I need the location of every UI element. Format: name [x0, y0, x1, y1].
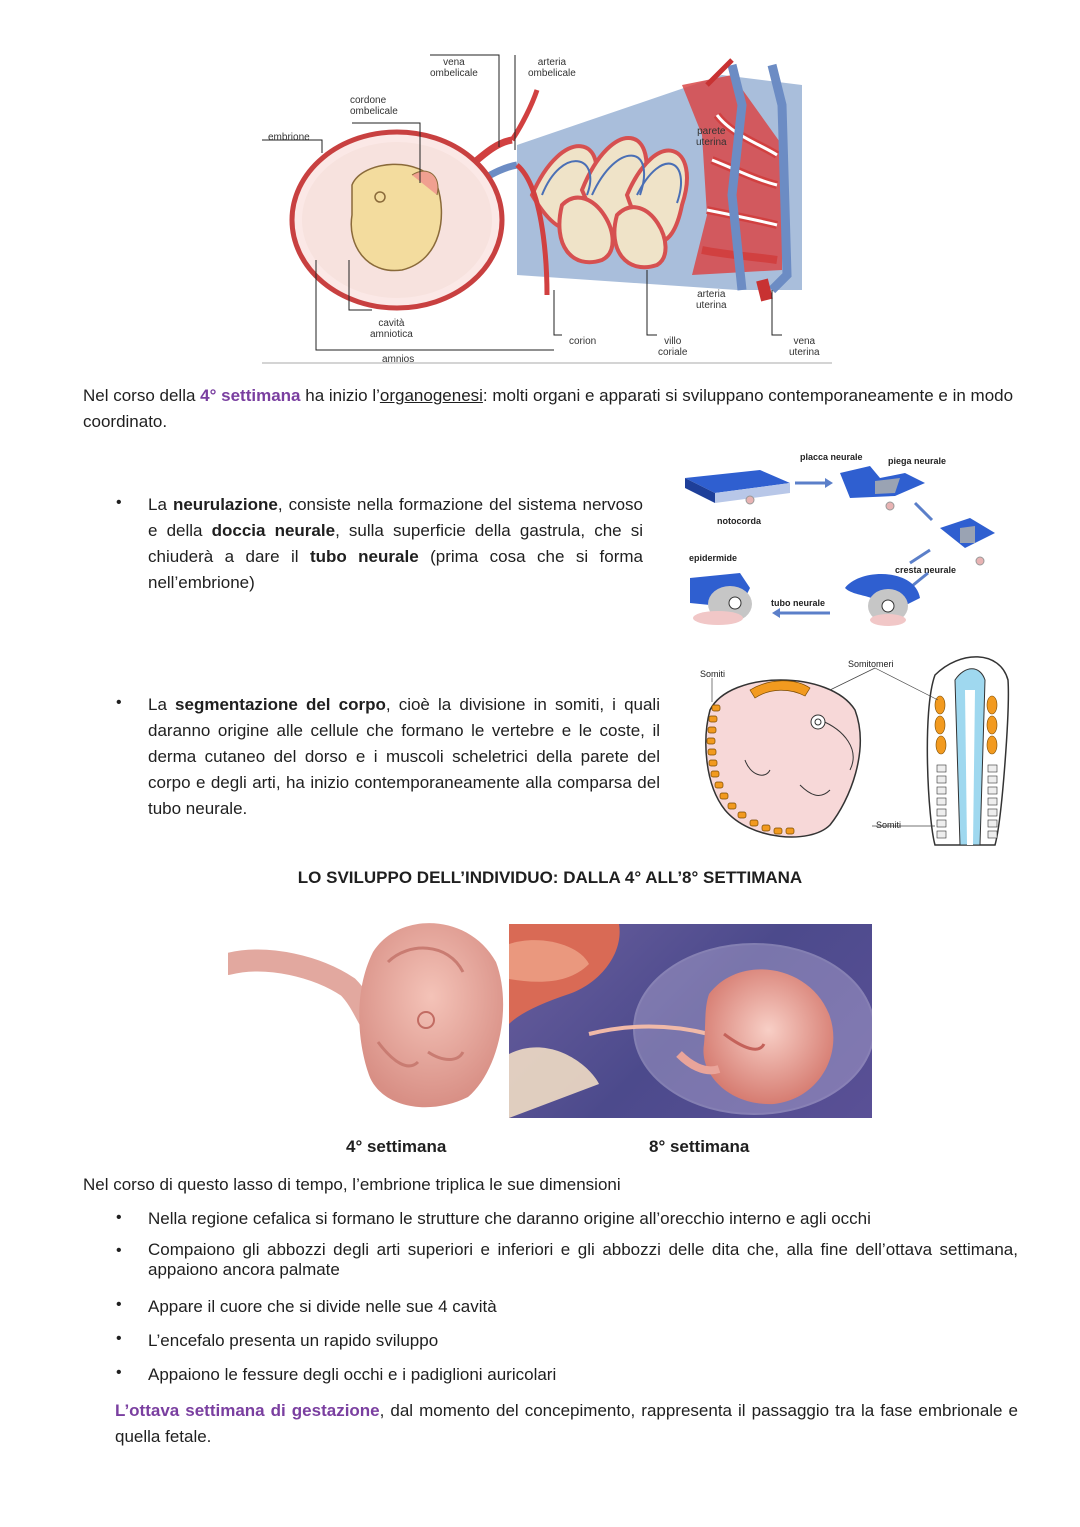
segmentation-paragraph: La segmentazione del corpo, cioè la divi…: [148, 692, 660, 822]
bullet-neurulation: •: [116, 494, 122, 511]
bullet-segmentation: •: [116, 694, 122, 711]
growth-item-4: L’encefalo presenta un rapido sviluppo: [148, 1331, 439, 1350]
label-cresta-neurale: cresta neurale: [895, 565, 957, 575]
label-cordone: cordone ombelicale: [350, 95, 398, 117]
label-tubo-neurale: tubo neurale: [771, 598, 826, 608]
intro-text-1: Nel corso della: [83, 386, 201, 405]
segmentation-figure: Somiti Somitomeri Somiti: [690, 650, 1020, 850]
label-parete: parete uterina: [696, 126, 727, 148]
growth-intro: Nel corso di questo lasso di tempo, l’em…: [83, 1175, 621, 1194]
intro-highlight: 4° settimana: [200, 386, 301, 405]
label-somitomeri: Somitomeri: [848, 659, 894, 669]
intro-text-2: ha inizio l’: [300, 386, 380, 405]
growth-item-1: Nella regione cefalica si formano le str…: [148, 1209, 871, 1228]
conclusion-highlight: L’ottava settimana di gestazione: [115, 1401, 380, 1420]
neuro-text-1: La: [148, 495, 173, 514]
embryo-8-week-image: [509, 924, 872, 1118]
bullet-1: •: [116, 1209, 122, 1226]
bullet-5: •: [116, 1364, 122, 1381]
label-corion: corion: [569, 336, 597, 347]
photo-8-week: [509, 924, 872, 1118]
conclusion-paragraph: L’ottava settimana di gestazione, dal mo…: [115, 1398, 1018, 1450]
neurulation-figure: placca neurale piega neurale notocorda e…: [680, 448, 1000, 638]
growth-item-3: Appare il cuore che si divide nelle sue …: [148, 1297, 497, 1316]
section-title: LO SVILUPPO DELL’INDIVIDUO: DALLA 4° ALL…: [297, 868, 803, 887]
label-piega-neurale: piega neurale: [888, 456, 947, 466]
neuro-bold-3: tubo neurale: [309, 547, 419, 566]
seg-text-1: La: [148, 695, 176, 714]
growth-item-5: Appaiono le fessure degli occhi e i padi…: [148, 1365, 557, 1384]
label-somiti: Somiti: [700, 669, 726, 679]
neuro-bold-2: doccia neurale: [211, 521, 336, 540]
label-villo: villo coriale: [658, 336, 688, 358]
caption-4-week: 4° settimana: [346, 1137, 447, 1156]
label-somiti-bottom: Somiti: [876, 820, 902, 830]
bullet-3: •: [116, 1296, 122, 1313]
placenta-illustration: [262, 54, 832, 364]
label-vena-ombelicale: vena ombelicale: [430, 57, 478, 79]
caption-8-week: 8° settimana: [649, 1137, 750, 1156]
intro-text-3: : molti organi e apparati si sviluppano …: [83, 386, 1014, 431]
neuro-text-2: , consiste nella formazione del sistema …: [148, 495, 643, 540]
label-placca-neurale: placca neurale: [800, 452, 863, 462]
bullet-4: •: [116, 1330, 122, 1347]
label-vena-uterina: vena uterina: [789, 336, 820, 358]
placenta-diagram: embrione vena ombelicale arteria ombelic…: [262, 45, 832, 367]
bullet-2: •: [116, 1242, 122, 1259]
neurulation-illustration: [685, 466, 995, 626]
label-arteria-ombelicale: arteria ombelicale: [528, 57, 576, 79]
neuro-text-4: (prima cosa che si forma nell’embrione): [148, 547, 643, 592]
segmentation-illustration: [705, 656, 1010, 846]
intro-organogenesi: organogenesi: [379, 386, 483, 405]
label-arteria-uterina: arteria uterina: [696, 289, 727, 311]
intro-paragraph: Nel corso della 4° settimana ha inizio l…: [83, 383, 1023, 435]
label-notocorda: notocorda: [717, 516, 761, 526]
seg-text-2: , cioè la divisione in somiti, i quali d…: [148, 695, 660, 818]
neuro-text-3: , sulla superficie della gastrula, che s…: [148, 521, 643, 566]
label-embrione: embrione: [268, 132, 310, 143]
growth-item-2: Compaiono gli abbozzi degli arti superio…: [148, 1240, 1018, 1279]
photo-4-week: [217, 912, 506, 1118]
embryo-4-week-image: [217, 923, 504, 1108]
neuro-bold-1: neurulazione: [172, 495, 278, 514]
seg-bold-1: segmentazione del corpo: [175, 695, 386, 714]
label-epidermide: epidermide: [689, 553, 738, 563]
label-amnios: amnios: [382, 354, 415, 365]
neurulation-paragraph: La neurulazione, consiste nella formazio…: [148, 492, 643, 596]
label-cavita: cavità amniotica: [370, 318, 413, 340]
conclusion-text: , dal momento del concepimento, rapprese…: [115, 1401, 1018, 1446]
